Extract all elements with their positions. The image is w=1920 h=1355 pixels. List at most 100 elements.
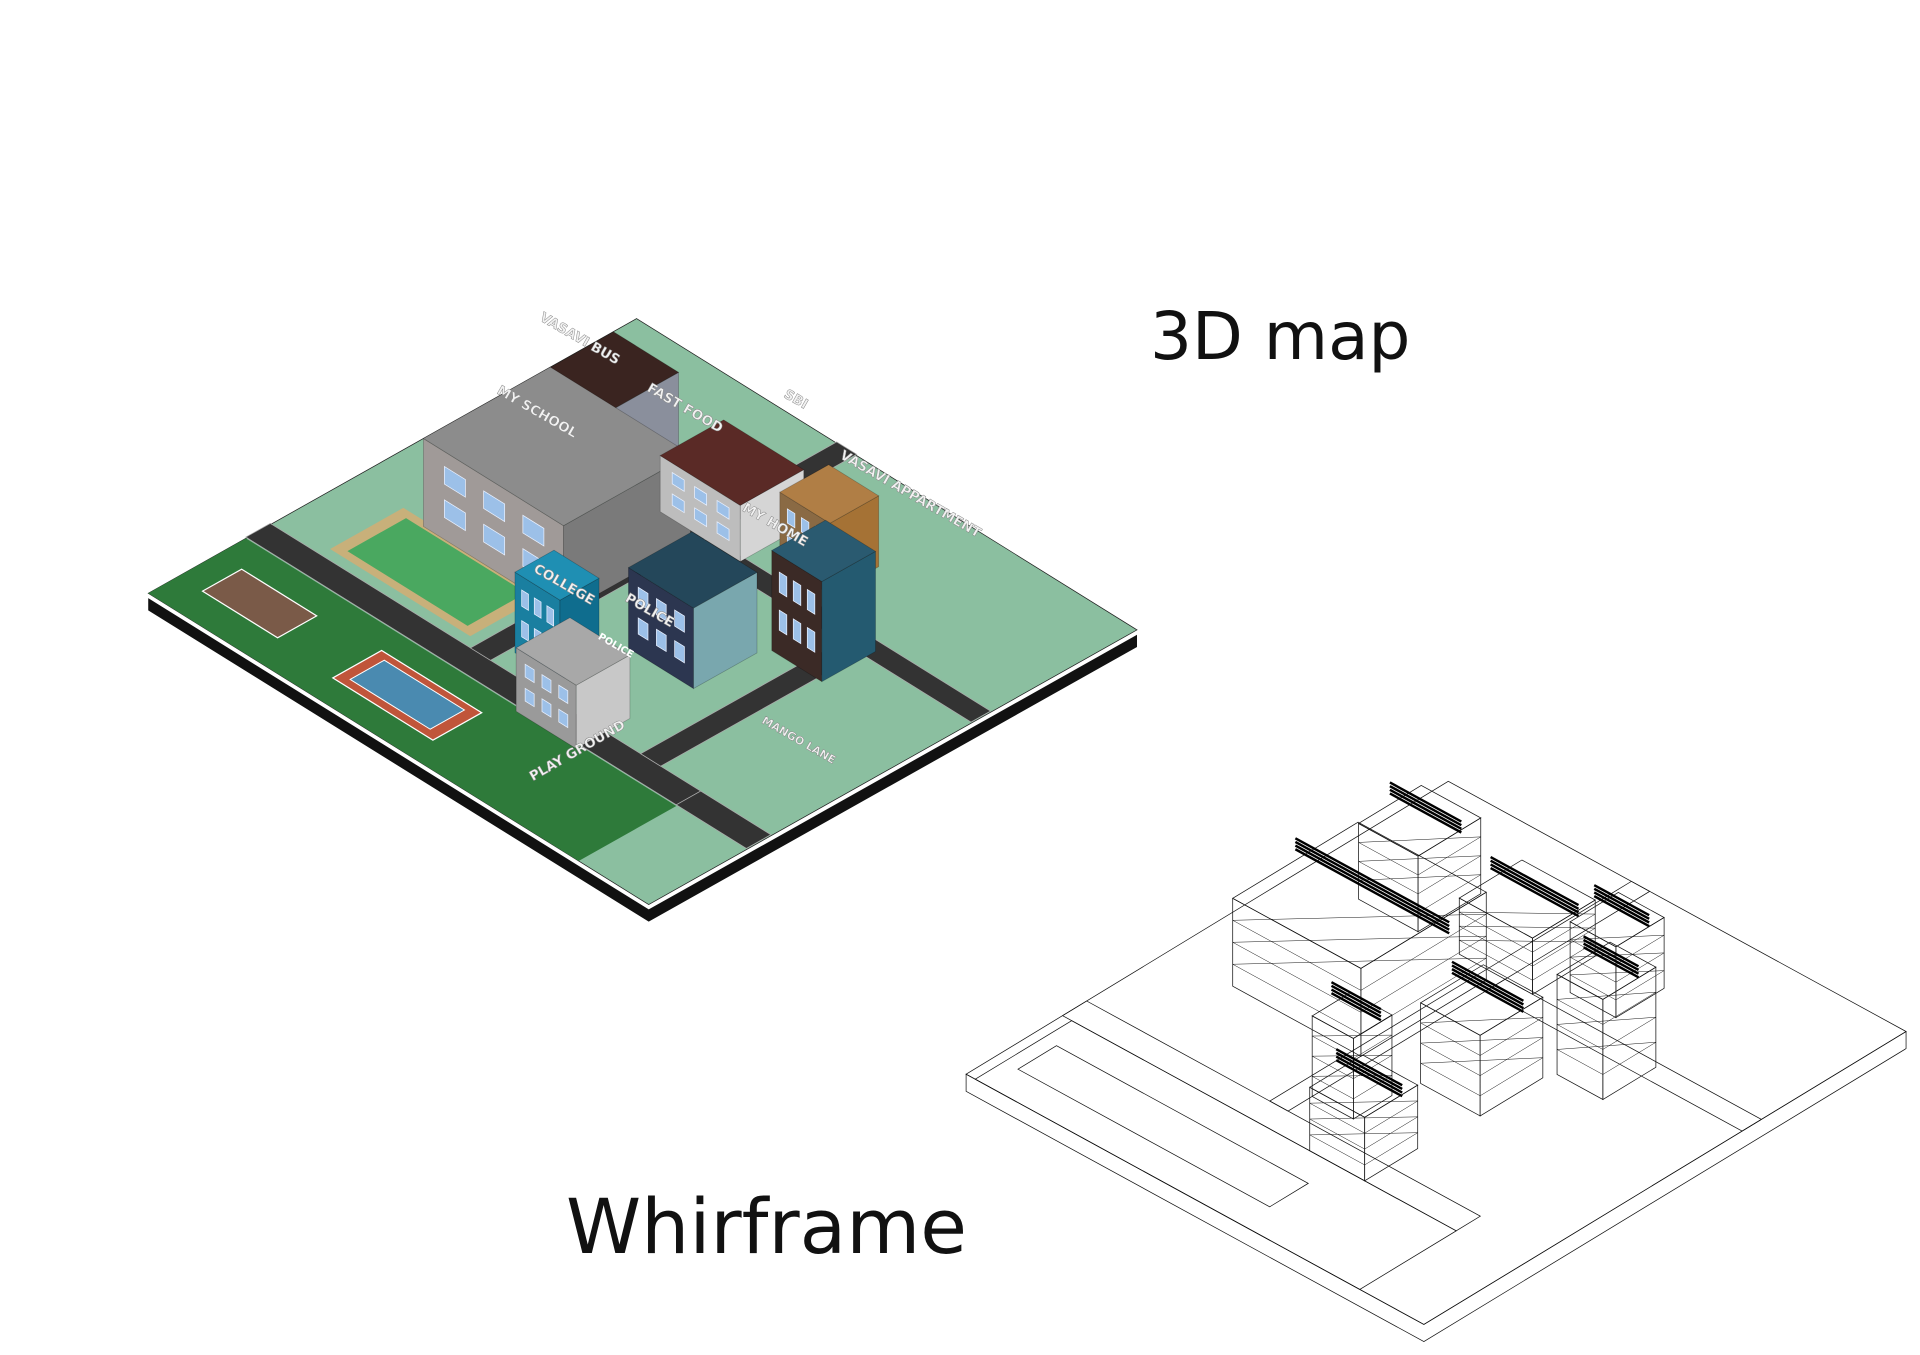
clay-court — [201, 568, 318, 639]
wire-label-outline — [1389, 792, 1462, 834]
wire-label-outline — [1294, 848, 1450, 935]
window — [674, 609, 685, 633]
sports-field — [347, 518, 527, 626]
wire-label-outline — [1330, 992, 1382, 1022]
apartment-floor-line — [1556, 1042, 1656, 1075]
wire-label-outline — [1593, 891, 1650, 924]
wire-base-edge — [965, 1030, 1907, 1342]
wire-label-outline — [1294, 840, 1450, 928]
wire-label-outline — [1330, 988, 1382, 1018]
school-roof — [1231, 821, 1487, 969]
wire-road-right — [1485, 978, 1763, 1132]
window — [786, 508, 796, 529]
window — [522, 514, 545, 547]
wireframe-title: Whirframe — [566, 1182, 968, 1271]
window — [792, 580, 802, 607]
fast-food-floor-line — [1459, 911, 1597, 953]
window — [558, 708, 569, 729]
wire-court — [1017, 1045, 1310, 1208]
window — [558, 684, 569, 705]
wire-label-outline — [1389, 788, 1462, 830]
window — [524, 687, 535, 708]
wire-label-outline — [1451, 971, 1524, 1013]
wire-label-outline — [1335, 1048, 1403, 1087]
tennis-court-inner — [349, 659, 466, 730]
wire-label-outline — [1330, 984, 1382, 1014]
window — [637, 617, 649, 641]
window — [671, 471, 685, 492]
apartment-roof — [771, 519, 877, 582]
window — [792, 618, 802, 645]
wireframe-map — [965, 780, 1907, 1342]
apartment-floor-line — [1556, 991, 1656, 1025]
police-floor-line — [1308, 1132, 1419, 1166]
bank-floor-line — [1569, 970, 1665, 1001]
wire-label-outline — [1490, 866, 1580, 918]
bus-stand-floor-line — [1357, 836, 1481, 876]
wire-label-outline — [1330, 981, 1382, 1011]
school-floor-line — [1231, 935, 1488, 1013]
window — [674, 639, 685, 664]
window — [694, 507, 708, 528]
window — [806, 626, 816, 653]
my-home-floor-line — [1419, 1057, 1543, 1097]
bank-roof — [779, 464, 880, 524]
wire-label-outline — [1582, 935, 1640, 968]
wire-label-outline — [1490, 863, 1580, 914]
apartment-floor-line — [1556, 1016, 1656, 1050]
window — [778, 571, 788, 598]
window — [656, 628, 667, 653]
window — [483, 523, 506, 556]
wire-label-outline — [1490, 859, 1580, 910]
my-home-roof — [1419, 964, 1544, 1036]
window — [541, 674, 552, 694]
map-title: 3D map — [1150, 298, 1411, 375]
police-floor-line — [1308, 1100, 1419, 1134]
window — [541, 698, 552, 718]
wire-park — [974, 1020, 1457, 1290]
bus-stand-roof — [1357, 784, 1482, 857]
wire-label-outline — [1451, 960, 1524, 1002]
wire-label-outline — [1335, 1059, 1403, 1098]
window — [533, 597, 542, 619]
road-exit — [675, 790, 772, 849]
my-home-roof — [627, 531, 758, 609]
wire-label-outline — [1582, 942, 1640, 975]
bus-stand-floor-line — [1357, 855, 1481, 895]
wire-label-outline — [1593, 884, 1650, 917]
window — [483, 490, 506, 523]
my-home-floor-line — [1419, 1017, 1543, 1056]
college-floor-line — [1311, 1075, 1393, 1100]
fast-food-floor-line — [1459, 925, 1597, 967]
wire-label-outline — [1593, 887, 1650, 920]
wire-label-outline — [1582, 938, 1640, 972]
college-roof — [514, 549, 600, 601]
police-roof — [515, 617, 631, 686]
window — [806, 588, 816, 615]
window — [716, 521, 730, 542]
window — [444, 499, 466, 532]
wire-label-outline — [1294, 837, 1450, 924]
my-home-floor-line — [1419, 1037, 1543, 1076]
window — [521, 620, 529, 642]
wire-label-outline — [1294, 844, 1450, 931]
window — [546, 605, 555, 627]
window — [778, 609, 788, 636]
window — [656, 598, 667, 622]
college-roof — [1311, 992, 1393, 1039]
window — [671, 493, 685, 514]
wire-label-outline — [1582, 946, 1640, 979]
school-floor-line — [1231, 913, 1488, 991]
fast-food-floor-line — [1459, 939, 1597, 981]
window — [521, 589, 529, 612]
wire-label-outline — [1593, 895, 1650, 928]
window — [694, 485, 708, 506]
police-floor-line — [1308, 1116, 1419, 1150]
bank-roof — [1569, 892, 1665, 948]
wire-label-outline — [1389, 781, 1462, 823]
wire-label-outline — [1335, 1055, 1403, 1094]
window — [524, 663, 535, 684]
window — [716, 499, 730, 520]
fast-food-roof — [659, 419, 805, 506]
